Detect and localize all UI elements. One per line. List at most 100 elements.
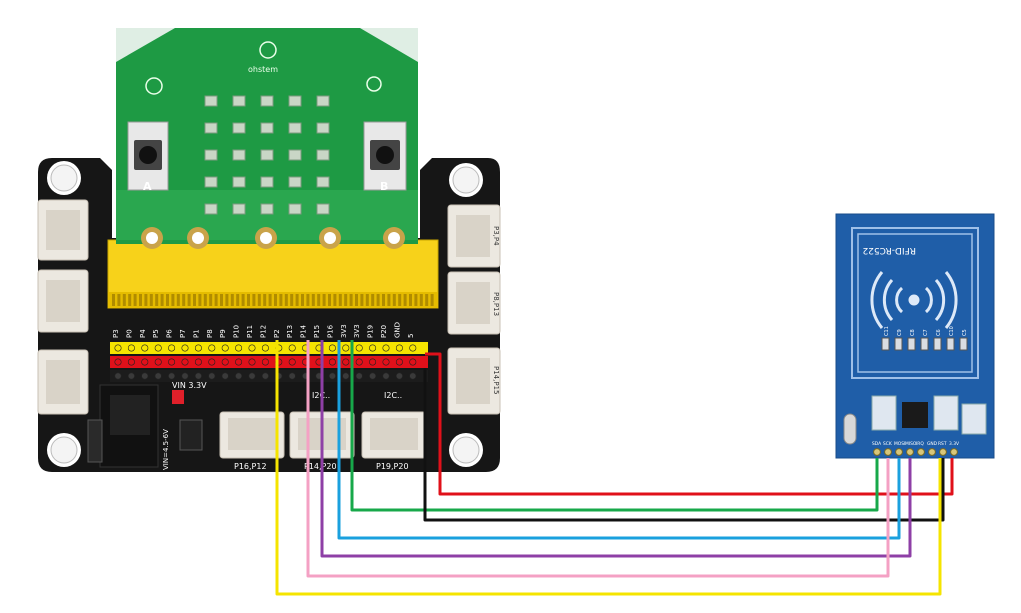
power-switch[interactable] <box>87 419 103 463</box>
header-pin <box>395 344 403 352</box>
header-pin <box>328 358 336 366</box>
jumper-wire <box>350 340 879 512</box>
header-pin <box>342 358 350 366</box>
button-a-label: A <box>143 180 152 193</box>
led <box>288 149 302 161</box>
rfid-title: RFID-RC522 <box>862 245 916 255</box>
connector-tooth <box>252 294 256 306</box>
header-pin <box>114 358 122 366</box>
pin-label: P11 <box>246 325 254 338</box>
left-ports: P0 P1 P2 <box>28 199 89 415</box>
jumper-wire <box>320 340 912 558</box>
header-pin-rows <box>110 342 428 382</box>
header-pin <box>355 344 363 352</box>
crystal <box>843 413 857 445</box>
connector-tooth <box>338 294 342 306</box>
pin-label: 3V3 <box>353 324 361 338</box>
connector-tooth <box>236 294 240 306</box>
capacitor-label: C10 <box>949 326 955 336</box>
connector-tooth <box>387 294 391 306</box>
connector-tooth <box>425 294 429 306</box>
i2c-label-2: I2C.. <box>384 391 402 400</box>
led <box>232 203 246 215</box>
header-pin <box>288 344 296 352</box>
jumper-wire <box>425 352 954 496</box>
connector-tooth <box>317 294 321 306</box>
rfid-pin <box>895 448 903 456</box>
right-ports: P3,P4 P8,P13 P14,P15 <box>447 204 501 415</box>
led <box>204 122 218 134</box>
pin-label: P14 <box>300 324 308 338</box>
connector-tooth <box>128 294 132 306</box>
connector-tooth <box>355 294 358 306</box>
connector-tooth <box>171 294 175 306</box>
wireless-icon <box>870 271 958 329</box>
header-pin <box>248 358 256 366</box>
led <box>204 149 218 161</box>
connector-tooth <box>295 294 299 306</box>
pin-label: P1 <box>192 329 200 338</box>
rfid-pin <box>928 448 936 456</box>
header-row <box>110 342 428 354</box>
connector-tooth <box>247 294 250 306</box>
power-label: VIN=4.5-6V <box>162 429 170 470</box>
button-a[interactable]: A <box>127 121 169 193</box>
led <box>288 203 302 215</box>
connector-tooth <box>193 294 196 306</box>
header-pin <box>154 344 162 352</box>
connector-tooth <box>225 294 229 306</box>
rfid-pin-label: MOSI <box>894 441 905 447</box>
pin-label: P13 <box>286 325 294 338</box>
connector-tooth <box>311 294 315 306</box>
capacitor-label: C6 <box>936 329 942 336</box>
header-pin <box>127 344 135 352</box>
connector-tooth <box>230 294 234 306</box>
header-pin <box>221 358 229 366</box>
rfid-pin <box>917 448 925 456</box>
connector-tooth <box>409 294 412 306</box>
pin-label: 5 <box>407 334 415 338</box>
rfid-pin <box>873 448 881 456</box>
header-pin <box>194 372 202 380</box>
led <box>232 176 246 188</box>
header-row <box>110 370 428 382</box>
microbit-logo: ohstem <box>248 65 278 74</box>
connector-tooth <box>187 294 191 306</box>
capacitor-label: C9 <box>897 329 903 336</box>
connector-tooth <box>182 294 186 306</box>
connector-tooth <box>155 294 159 306</box>
led <box>232 95 246 107</box>
header-pin <box>114 372 122 380</box>
header-pin <box>181 358 189 366</box>
rfid-pin <box>884 448 892 456</box>
header-pin <box>181 372 189 380</box>
led <box>316 149 330 161</box>
header-row <box>110 356 428 368</box>
connector-tooth <box>306 294 310 306</box>
header-pin <box>369 372 377 380</box>
header-pin <box>369 344 377 352</box>
connector-tooth <box>117 294 121 306</box>
connector-tooth <box>414 294 418 306</box>
connector-tooth <box>419 294 423 306</box>
header-pin <box>369 358 377 366</box>
button-b[interactable]: B <box>363 121 407 193</box>
header-pin <box>168 372 176 380</box>
pin-label: P16 <box>326 324 334 338</box>
header-pin <box>342 344 350 352</box>
led <box>316 122 330 134</box>
led <box>232 149 246 161</box>
rfid-pin-label: 3.3V <box>949 441 959 447</box>
bottom-port-label-3: P19,P20 <box>376 462 409 471</box>
port-label-p1: P1 <box>28 302 37 312</box>
power-led <box>172 390 184 404</box>
led <box>288 176 302 188</box>
header-pin <box>328 372 336 380</box>
header-pin <box>248 372 256 380</box>
connector-tooth <box>371 294 375 306</box>
port-label-p8-p13: P8,P13 <box>492 292 500 316</box>
pin-label: P4 <box>139 329 147 338</box>
header-pin <box>409 344 417 352</box>
